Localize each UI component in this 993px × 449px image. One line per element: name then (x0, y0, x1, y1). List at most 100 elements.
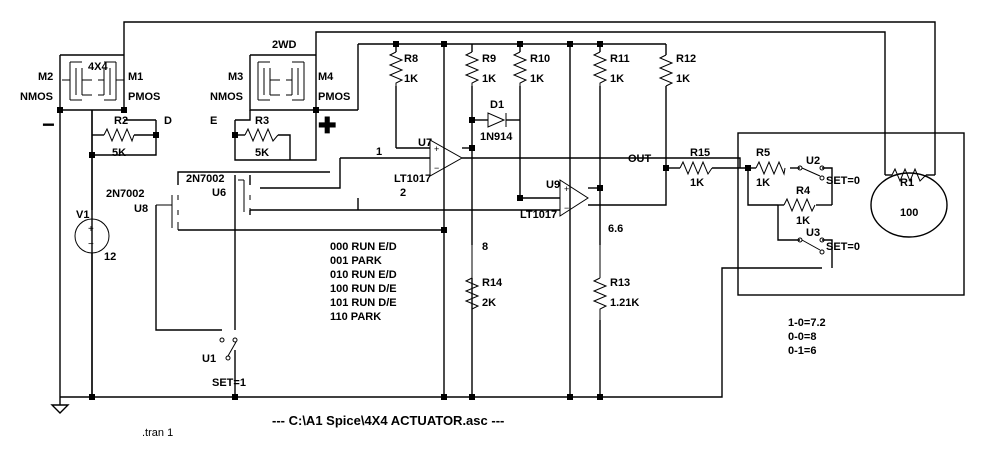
value-r13: 1.21K (610, 297, 639, 309)
ref-r10: R10 (530, 53, 550, 65)
value-u6: 2N7002 (186, 173, 225, 185)
value-r5: 1K (756, 177, 770, 189)
labels: 4X4 2WD M2 NMOS M1 PMOS M3 NMOS M4 PMOS … (20, 39, 918, 389)
resistor-r10 (512, 51, 528, 86)
value-r3: 5K (255, 147, 269, 159)
ref-v1: V1 (76, 209, 89, 221)
resistor-r5 (755, 160, 786, 176)
label-e: E (210, 115, 217, 127)
resistor-r2 (103, 127, 135, 143)
resistor-r15 (679, 160, 713, 176)
type-m2: NMOS (20, 91, 53, 103)
value-r4: 1K (796, 215, 810, 227)
svg-text:+: + (88, 224, 94, 235)
resistor-r13 (592, 245, 608, 320)
switch-u1 (219, 337, 238, 361)
svg-text:+: + (434, 144, 439, 154)
ref-u9: U9 (546, 179, 560, 191)
ref-m2: M2 (38, 71, 53, 83)
junction-dots (57, 41, 751, 400)
ref-u2: U2 (806, 155, 820, 167)
ref-r1: R1 (900, 177, 914, 189)
value-r10: 1K (530, 73, 544, 85)
value-u7: LT1017 (394, 173, 431, 185)
value-u3: SET=0 (826, 241, 860, 253)
ref-u3: U3 (806, 227, 820, 239)
label-plus: ✚ (318, 113, 336, 138)
ref-u6: U6 (212, 187, 226, 199)
value-r11: 1K (610, 73, 624, 85)
resistor-r12 (658, 54, 674, 87)
truth-table-row: 010 RUN E/D (330, 269, 397, 281)
ref-r13: R13 (610, 277, 630, 289)
diode-d1 (487, 112, 507, 128)
truth-table-row: 101 RUN D/E (330, 297, 397, 309)
value-r12: 1K (676, 73, 690, 85)
label-2wd: 2WD (272, 39, 297, 51)
opamp-u9: + − (559, 179, 589, 217)
value-u1: SET=1 (212, 377, 246, 389)
value-r1: 100 (900, 207, 918, 219)
opamp-u7: + − (429, 139, 464, 177)
mosfet-m4 (286, 61, 305, 101)
wires (59, 21, 936, 398)
label-node-8: 8 (482, 241, 488, 253)
ref-r2: R2 (114, 115, 128, 127)
notes: 1-0=7.2 0-0=8 0-1=6 (788, 317, 826, 357)
mosfet-m1 (98, 61, 124, 101)
ref-m4: M4 (318, 71, 334, 83)
fet-u6 (238, 179, 251, 215)
ref-r15: R15 (690, 147, 710, 159)
value-r8: 1K (404, 73, 418, 85)
ref-r11: R11 (610, 53, 630, 65)
ref-r12: R12 (676, 53, 696, 65)
label-minus: − (42, 112, 55, 137)
value-u8: 2N7002 (106, 188, 145, 200)
value-d1: 1N914 (480, 131, 513, 143)
value-u2: SET=0 (826, 175, 860, 187)
label-node-6-6: 6.6 (608, 223, 623, 235)
resistor-r8 (388, 51, 404, 86)
file-path-label: --- C:\A1 Spice\4X4 ACTUATOR.asc --- (272, 413, 504, 428)
truth-table-row: 100 RUN D/E (330, 283, 397, 295)
resistor-r11 (592, 51, 608, 86)
ref-d1: D1 (490, 99, 504, 111)
ref-r4: R4 (796, 185, 811, 197)
truth-table-row: 001 PARK (330, 255, 382, 267)
ref-m3: M3 (228, 71, 243, 83)
ref-r14: R14 (482, 277, 503, 289)
ref-r8: R8 (404, 53, 418, 65)
label-4x4: 4X4 (88, 61, 108, 73)
svg-text:−: − (564, 203, 569, 213)
resistor-r1 (891, 167, 927, 183)
value-r14: 2K (482, 297, 496, 309)
r1-enclosure (870, 172, 948, 238)
truth-table: 000 RUN E/D 001 PARK 010 RUN E/D 100 RUN… (330, 241, 397, 323)
truth-table-row: 000 RUN E/D (330, 241, 397, 253)
value-r15: 1K (690, 177, 704, 189)
resistor-r9 (464, 51, 480, 86)
ref-u7: U7 (418, 137, 432, 149)
ref-u8: U8 (134, 203, 148, 215)
truth-table-row: 110 PARK (330, 311, 381, 323)
value-v1: 12 (104, 251, 116, 263)
label-node-2: 2 (400, 187, 406, 199)
sensor-box (737, 132, 965, 296)
svg-text:+: + (564, 184, 569, 194)
note-line: 0-1=6 (788, 345, 816, 357)
value-r2: 5K (112, 147, 126, 159)
mosfet-m3 (257, 61, 280, 101)
resistor-r4 (783, 197, 816, 213)
switch-u3 (797, 237, 825, 255)
note-line: 0-0=8 (788, 331, 816, 343)
svg-text:−: − (434, 163, 439, 173)
ref-u1: U1 (202, 353, 216, 365)
label-node-1: 1 (376, 146, 382, 158)
ground-symbol (50, 397, 70, 414)
mosfet-m2 (62, 61, 92, 101)
fet-u8 (156, 195, 179, 230)
label-out: OUT (628, 153, 652, 165)
type-m3: NMOS (210, 91, 243, 103)
value-u9: LT1017 (520, 209, 557, 221)
